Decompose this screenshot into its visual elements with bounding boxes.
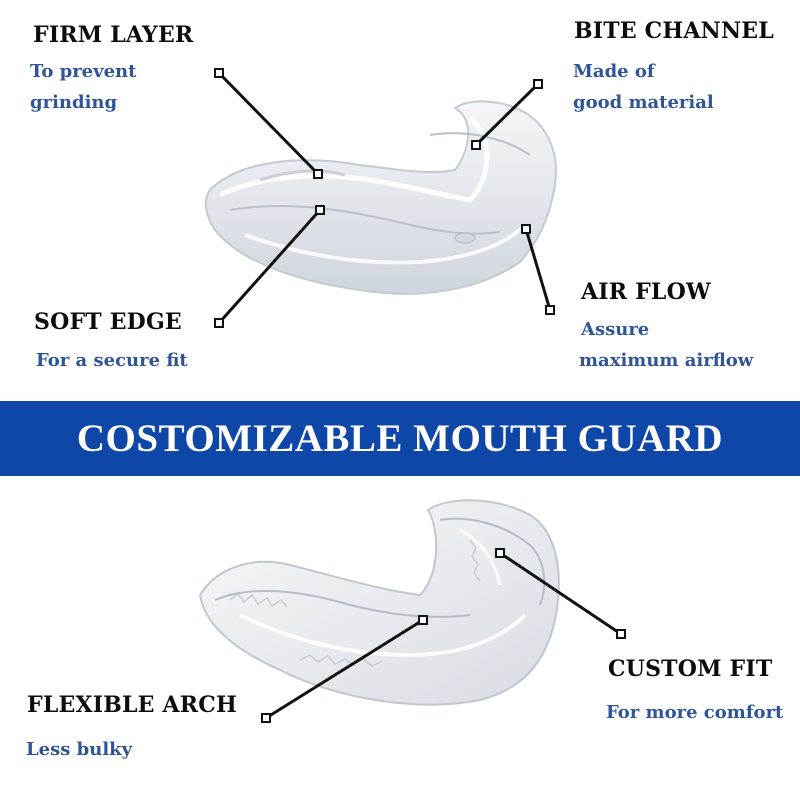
- leader-line-soft-edge: [217, 209, 322, 324]
- marker-soft-edge-start: [214, 318, 224, 328]
- leader-line-bite-channel: [474, 82, 540, 147]
- title-banner: COSTOMIZABLE MOUTH GUARD: [0, 401, 800, 476]
- callout-air-flow-line1: Assure: [581, 319, 650, 340]
- callout-bite-channel-title: BITE CHANNEL: [574, 18, 774, 44]
- marker-firm-layer-end: [313, 169, 323, 179]
- leader-line-flexible-arch: [265, 618, 424, 720]
- callout-flexible-arch-title: FLEXIBLE ARCH: [27, 692, 237, 718]
- callout-custom-fit-line1: For more comfort: [606, 702, 784, 723]
- callout-air-flow-line2: maximum airflow: [579, 350, 754, 371]
- marker-soft-edge-end: [315, 205, 325, 215]
- callout-bite-channel-line1: Made of: [573, 61, 655, 82]
- banner-title: COSTOMIZABLE MOUTH GUARD: [76, 417, 724, 460]
- leader-line-firm-layer: [217, 71, 320, 176]
- leader-line-custom-fit: [499, 551, 622, 636]
- callout-bite-channel-line2: good material: [573, 92, 714, 113]
- marker-custom-fit-start: [495, 548, 505, 558]
- marker-custom-fit-end: [616, 629, 626, 639]
- callout-firm-layer-line1: To prevent: [30, 61, 137, 82]
- marker-bite-channel-start: [533, 79, 543, 89]
- callout-soft-edge-line1: For a secure fit: [36, 350, 188, 371]
- marker-firm-layer-start: [214, 68, 224, 78]
- callout-soft-edge-title: SOFT EDGE: [34, 309, 182, 335]
- marker-air-flow-end: [545, 305, 555, 315]
- mouth-guard-smooth-image: [204, 100, 557, 295]
- marker-flexible-arch-end: [418, 615, 428, 625]
- callout-firm-layer-line2: grinding: [30, 92, 118, 113]
- callout-custom-fit-title: CUSTOM FIT: [608, 656, 773, 682]
- marker-flexible-arch-start: [261, 713, 271, 723]
- marker-bite-channel-end: [471, 140, 481, 150]
- callout-flexible-arch-line1: Less bulky: [26, 739, 133, 760]
- callout-air-flow-title: AIR FLOW: [581, 279, 711, 305]
- mouth-guard-custom-image: [198, 499, 560, 706]
- callout-firm-layer-title: FIRM LAYER: [33, 22, 194, 48]
- leader-line-air-flow: [524, 228, 552, 311]
- marker-air-flow-start: [521, 224, 531, 234]
